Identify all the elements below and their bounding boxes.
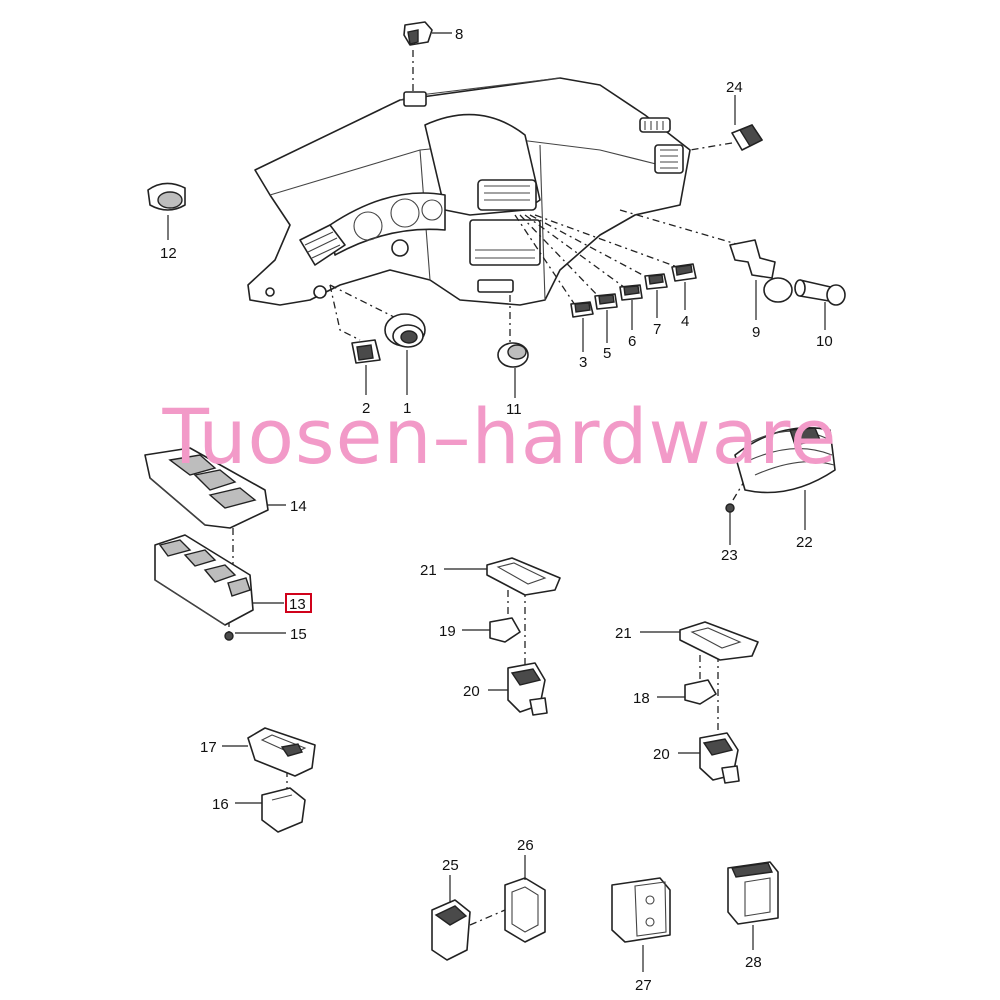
- callout-2: 2: [362, 400, 370, 417]
- part-26-surround: [504, 877, 546, 943]
- callout-5: 5: [603, 345, 611, 362]
- dashboard-assembly: [247, 77, 691, 306]
- part-6-switch: [619, 284, 643, 301]
- part-23-screw: [725, 503, 735, 520]
- part-4-switch: [671, 263, 697, 282]
- part-27-switch-panel: [611, 877, 671, 943]
- part-18-switch: [684, 679, 717, 705]
- callout-6: 6: [628, 333, 636, 350]
- part-20-switch-lower: [699, 732, 740, 784]
- callout-17: 17: [200, 739, 217, 756]
- callout-1: 1: [403, 400, 411, 417]
- part-15-screw: [224, 631, 234, 641]
- callout-8: 8: [455, 26, 463, 43]
- callout-23: 23: [721, 547, 738, 564]
- callout-15: 15: [290, 626, 307, 643]
- part-3-switch: [570, 301, 594, 318]
- callout-4: 4: [681, 313, 689, 330]
- callout-11: 11: [506, 401, 522, 418]
- part-12-knob: [147, 182, 186, 211]
- part-16-switch: [261, 787, 306, 833]
- callout-3: 3: [579, 354, 587, 371]
- part-9-bracket: [729, 239, 793, 303]
- part-14-bezel: [144, 447, 269, 529]
- part-1-rotary-knob: [384, 313, 426, 348]
- callout-16: 16: [212, 796, 229, 813]
- highlight-box-13: [285, 593, 312, 613]
- part-13-switch-block: [154, 534, 254, 626]
- callout-21-lower: 21: [615, 625, 632, 642]
- callout-14: 14: [290, 498, 307, 515]
- part-2-switch: [351, 339, 381, 364]
- part-21-frame-lower: [679, 621, 759, 661]
- callout-9: 9: [752, 324, 760, 341]
- callout-24: 24: [726, 79, 743, 96]
- callout-22: 22: [796, 534, 813, 551]
- part-21-frame-upper: [486, 557, 561, 596]
- part-5-switch: [594, 293, 618, 310]
- part-7-switch: [644, 273, 668, 290]
- callout-21-upper: 21: [420, 562, 437, 579]
- callout-18: 18: [633, 690, 650, 707]
- part-28-switch: [727, 861, 779, 925]
- callout-7: 7: [653, 321, 661, 338]
- callout-13: 13: [289, 596, 306, 613]
- callout-26: 26: [517, 837, 534, 854]
- part-22-housing: [734, 427, 836, 494]
- callout-28: 28: [745, 954, 762, 971]
- callout-27: 27: [635, 977, 652, 994]
- part-20-switch-upper: [507, 662, 548, 716]
- callout-12: 12: [160, 245, 177, 262]
- callout-20-lower: 20: [653, 746, 670, 763]
- callout-10: 10: [816, 333, 833, 350]
- callout-19: 19: [439, 623, 456, 640]
- part-10-lighter: [794, 279, 846, 306]
- part-24-sensor: [731, 124, 764, 151]
- part-25-button: [431, 899, 471, 961]
- callout-leaders: [167, 32, 826, 972]
- part-17-frame: [247, 727, 316, 777]
- callout-labels: 8 24 12 9 10 2 1 11 3 5 6 7 4 14 13 15 2…: [160, 26, 833, 994]
- part-19-switch: [489, 617, 521, 643]
- part-8-clip: [403, 21, 433, 46]
- part-11-switch: [497, 342, 529, 368]
- callout-20-upper: 20: [463, 683, 480, 700]
- callout-25: 25: [442, 857, 459, 874]
